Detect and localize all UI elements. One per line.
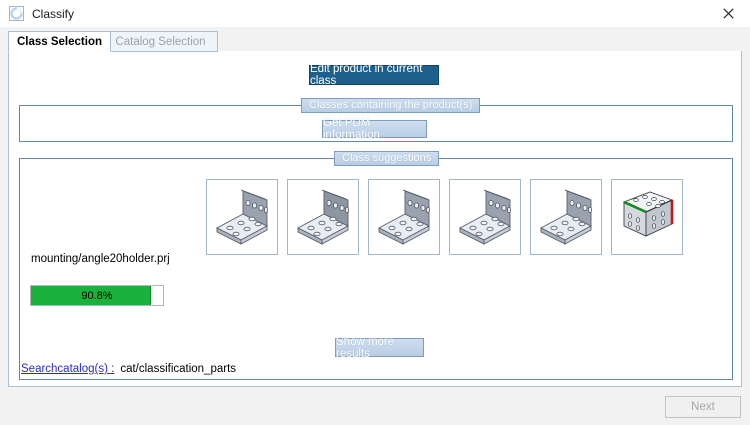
search-catalog-link[interactable]: Searchcatalog(s) : <box>21 363 115 375</box>
tab-catalog-selection[interactable]: Catalog Selection <box>103 31 218 52</box>
close-icon[interactable] <box>706 0 750 27</box>
show-more-results-button[interactable]: Show more results <box>335 335 424 360</box>
edit-product-button-label: Edit product in current class <box>310 63 423 87</box>
title-bar: Classify <box>0 0 750 27</box>
match-progress-bar: 90.8% <box>30 285 164 306</box>
classes-containing-group-title-label: Classes containing the product(s) <box>309 99 473 111</box>
angle-bracket-thumb-6[interactable] <box>611 179 683 255</box>
show-more-results-button-label: Show more results <box>336 335 395 360</box>
search-catalog-value: cat/classification_parts <box>120 363 237 375</box>
window-title: Classify <box>32 6 75 21</box>
classify-circle-icon <box>9 6 24 21</box>
angle-bracket-thumb-1[interactable] <box>206 179 278 255</box>
class-suggestions-group-title: Class suggestions <box>334 151 440 166</box>
search-catalog-row: Searchcatalog(s) : cat/classification_par… <box>21 363 236 375</box>
angle-bracket-thumb-5[interactable] <box>530 179 602 255</box>
tab-class-selection-label: Class Selection <box>16 35 102 48</box>
tab-class-selection[interactable]: Class Selection <box>8 31 111 52</box>
next-button[interactable]: Next <box>665 396 741 418</box>
angle-bracket-thumb-4[interactable] <box>449 179 521 255</box>
angle-bracket-thumb-3[interactable] <box>368 179 440 255</box>
tab-panel: Edit product in current class Classes co… <box>8 51 742 387</box>
result-filename: mounting/angle20holder.prj <box>31 253 170 265</box>
tab-catalog-selection-label: Catalog Selection <box>115 35 206 48</box>
tab-strip: Class Selection Catalog Selection <box>0 27 750 52</box>
suggestion-thumbnail-list <box>206 179 726 259</box>
angle-bracket-thumb-2[interactable] <box>287 179 359 255</box>
get-pdm-information-button-label: Get PDM information <box>323 117 380 141</box>
class-suggestions-group-title-label: Class suggestions <box>342 152 432 164</box>
edit-product-button[interactable]: Edit product in current class <box>309 63 439 87</box>
match-progress-label: 90.8% <box>81 289 113 302</box>
match-progress-fill <box>31 286 151 305</box>
classes-containing-group-title: Classes containing the product(s) <box>301 98 481 113</box>
get-pdm-information-button[interactable]: Get PDM information <box>322 117 427 141</box>
next-button-label: Next <box>691 401 715 413</box>
